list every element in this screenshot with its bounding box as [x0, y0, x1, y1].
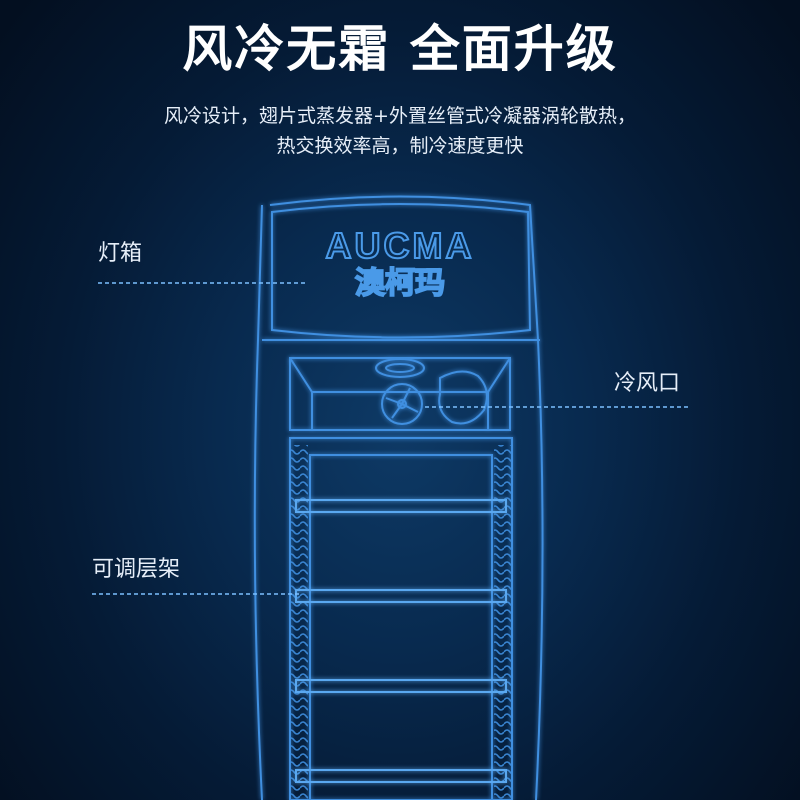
fridge-outline: [253, 195, 544, 800]
subtitle-line-2: 热交换效率高，制冷速度更快: [276, 135, 524, 157]
headline: 风冷无霜 全面升级: [182, 20, 618, 78]
cabinet-interior: [289, 437, 513, 800]
brand-chinese: 澳柯玛: [355, 266, 445, 301]
shelf-1: [295, 499, 507, 513]
fan-icon: [381, 383, 423, 425]
shelf-4: [295, 769, 507, 783]
brand-latin: AUCMA: [326, 225, 475, 266]
shelves: [295, 499, 507, 783]
subtitle-line-1: 风冷设计，翅片式蒸发器+外置丝管式冷凝器涡轮散热，: [164, 105, 636, 127]
light-box: [271, 203, 532, 339]
callout-light-box: 灯箱: [98, 241, 143, 266]
shelf-3: [295, 679, 507, 693]
callout-air-outlet: 冷风口: [614, 371, 681, 396]
left-coil: [290, 445, 308, 800]
right-coil: [494, 445, 512, 800]
callout-shelf: 可调层架: [92, 557, 181, 582]
fan-compartment: [289, 357, 511, 431]
shelf-2: [295, 589, 507, 603]
